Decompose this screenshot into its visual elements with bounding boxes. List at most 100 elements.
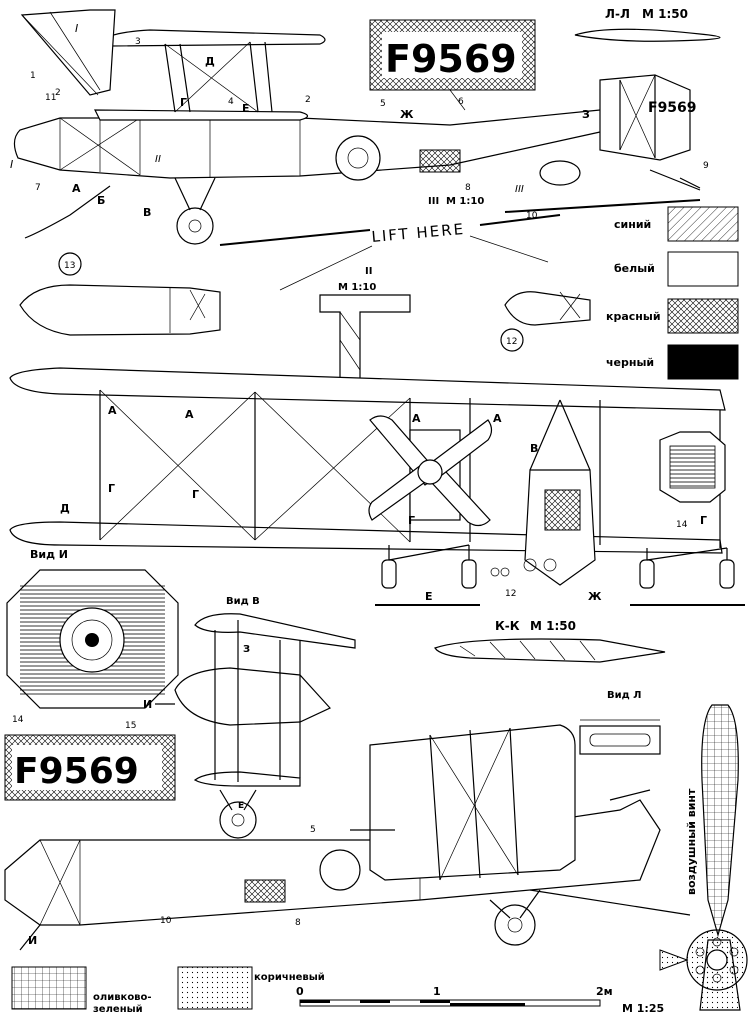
section-ii-scale: М 1:10 — [338, 282, 376, 293]
scale-one: 1 — [433, 985, 441, 998]
serial-plate-top: F9569 — [369, 19, 536, 111]
callout-14-view-i: 14 — [12, 715, 24, 725]
section-iii: III М 1:10 — [428, 196, 484, 207]
scale-bar: 0 1 2м М 1:25 — [296, 985, 664, 1015]
letter-e-view-v: Е — [238, 801, 244, 811]
section-ll-scale: М 1:50 — [642, 7, 688, 21]
serial-plate-top-text: F9569 — [385, 37, 517, 81]
letter-zh: Ж — [588, 590, 602, 603]
letter-g-2: Г — [192, 488, 199, 501]
view-i-label: Вид И — [30, 548, 68, 561]
legend-swatch-black — [667, 344, 739, 380]
letter-zh-top: Ж — [400, 108, 414, 121]
callout-15: 15 — [125, 721, 136, 731]
view-l: Вид Л — [579, 690, 661, 755]
letter-v: В — [530, 442, 538, 455]
lift-here-text: LIFT HERE — [371, 220, 466, 246]
callout-7: 7 — [35, 183, 41, 193]
legend-olive-line1: оливково- — [93, 992, 152, 1003]
letter-a-2: А — [185, 408, 194, 421]
callout-5: 5 — [380, 99, 386, 109]
serial-plate-bottom: F9569 15 — [4, 721, 176, 801]
three-quarter-view: И 10 8 5 — [4, 724, 691, 951]
letter-a-3: А — [412, 412, 421, 425]
letter-v-top: В — [143, 206, 151, 219]
callout-6: 6 — [458, 97, 464, 107]
letter-a-1: А — [108, 404, 117, 417]
letter-e: Е — [425, 590, 433, 603]
letter-g-1: Г — [108, 482, 115, 495]
callout-2b: 2 — [305, 95, 311, 105]
letter-b-top: Б — [97, 194, 105, 207]
callout-12: 12 — [506, 337, 517, 347]
view-v: Вид В З И Е — [143, 596, 356, 839]
callouts-top: 1 2 3 4 2 5 6 7 8 9 10 11 I I II III А Б… — [10, 22, 709, 221]
callout-9: 9 — [703, 161, 709, 171]
letter-z-top: З — [582, 108, 590, 121]
letter-g-top: Г — [180, 96, 187, 109]
section-ii: II М 1:10 — [319, 266, 411, 381]
letter-e-top: Е — [242, 102, 250, 115]
legend-brown-label: коричневый — [254, 972, 325, 983]
section-ll: Л-Л М 1:50 — [574, 7, 721, 42]
letter-g-3: Г — [408, 514, 415, 527]
callout-11: 11 — [45, 93, 56, 103]
propeller-label: воздушный винт — [685, 788, 698, 895]
legend-olive-line2: зеленый — [93, 1004, 143, 1015]
callout-12-front: 12 — [505, 589, 516, 599]
callout-13: 13 — [64, 261, 75, 271]
section-letters-front: А А А А Г Г Г Г Д В Е Ж 12 14 — [60, 404, 707, 603]
callout-10-bottom: 10 — [160, 916, 172, 926]
letter-i-view-v: И — [143, 698, 152, 711]
callout-8-bottom: 8 — [295, 918, 301, 928]
letter-d: Д — [60, 502, 70, 515]
callout-4: 4 — [228, 97, 234, 107]
letter-i-bottom: И — [28, 934, 37, 947]
callout-5-bottom: 5 — [310, 825, 316, 835]
section-iii-numeral: III — [428, 196, 439, 207]
section-kk: К-К М 1:50 — [434, 619, 666, 663]
scale-two: 2м — [596, 985, 613, 998]
scale-ratio: М 1:25 — [622, 1002, 664, 1015]
color-legend: синий белый красный черный — [606, 206, 739, 380]
callout-8: 8 — [465, 183, 471, 193]
legend-label-white: белый — [614, 262, 655, 275]
scale-zero: 0 — [296, 985, 304, 998]
letter-a-top: А — [72, 182, 81, 195]
section-kk-label: К-К — [495, 619, 520, 633]
bottom-legend: оливково- зеленый коричневый — [11, 966, 325, 1015]
roman-i-top: I — [75, 22, 78, 35]
letter-z-view-v: З — [243, 644, 250, 655]
legend-swatch-blue — [667, 206, 739, 242]
letter-a-4: А — [493, 412, 502, 425]
tail-serial-text: F9569 — [648, 100, 697, 116]
section-kk-scale: М 1:50 — [530, 619, 576, 633]
callout-3: 3 — [135, 37, 141, 47]
legend-label-red: красный — [606, 310, 661, 323]
side-view-top: F9569 LIFT HERE — [13, 9, 701, 291]
legend-label-blue: синий — [614, 218, 651, 231]
legend-swatch-red — [667, 298, 739, 334]
front-view — [9, 367, 745, 606]
legend-swatch-white — [667, 251, 739, 287]
serial-plate-bottom-text: F9569 — [14, 751, 139, 792]
detail-13-12: 13 12 — [19, 252, 591, 352]
callout-1: 1 — [30, 71, 36, 81]
section-ll-label: Л-Л — [605, 7, 630, 21]
legend-swatch-brown — [177, 966, 253, 1010]
legend-label-black: черный — [606, 356, 654, 369]
view-l-label: Вид Л — [607, 690, 642, 701]
legend-swatch-olive — [11, 966, 87, 1010]
propeller-drawing: воздушный винт — [659, 704, 748, 1011]
callout-14-front: 14 — [676, 520, 688, 530]
roman-ii-top: II — [155, 154, 161, 165]
section-ii-numeral: II — [365, 266, 372, 277]
callout-2: 2 — [55, 88, 61, 98]
letter-d-top: Д — [205, 55, 215, 68]
view-i: Вид И 14 — [6, 548, 179, 725]
view-v-label: Вид В — [226, 596, 260, 607]
letter-g-4: Г — [700, 514, 707, 527]
callout-10: 10 — [526, 211, 538, 221]
roman-i-nose: I — [10, 158, 13, 171]
